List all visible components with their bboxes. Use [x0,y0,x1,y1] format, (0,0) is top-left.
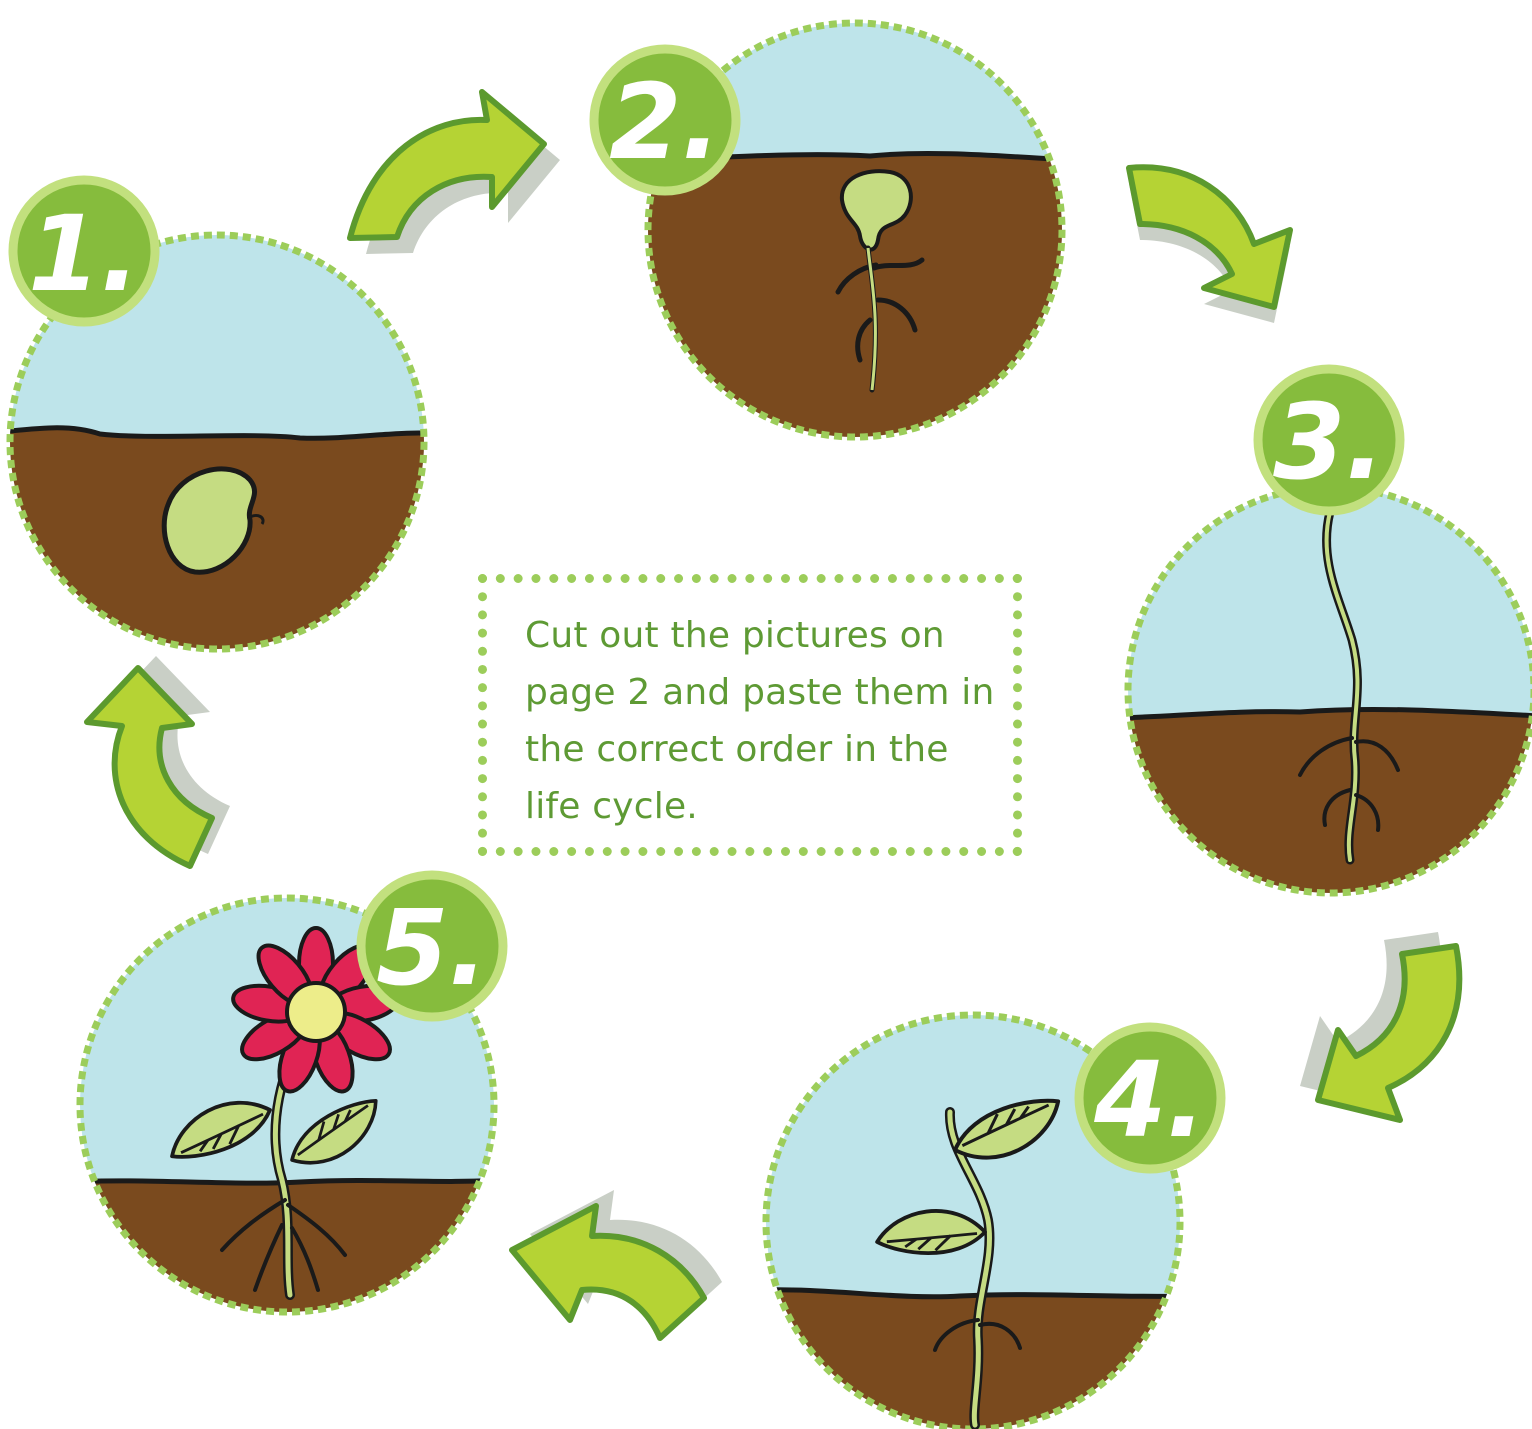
stage-3-illustration [1120,480,1532,900]
stage-5-number: 5. [376,887,488,1009]
stage-4-badge: 4. [1079,1027,1221,1169]
arrow-5-to-1 [87,656,230,866]
stage-1-badge: 1. [13,180,155,322]
stage-2-badge: 2. [594,49,736,191]
instruction-text: Cut out the pictures on page 2 and paste… [525,607,1015,835]
stage-2-number: 2. [609,61,721,183]
stage-3-badge: 3. [1258,369,1400,511]
stage-1-number: 1. [28,193,140,315]
arrow-4-to-5 [512,1190,722,1338]
stage-3-number: 3. [1273,381,1385,503]
stage-4-number: 4. [1093,1039,1206,1161]
stage-5-badge: 5. [361,875,503,1017]
instruction-box: Cut out the pictures on page 2 and paste… [478,574,1022,856]
arrow-3-to-4 [1300,932,1459,1120]
arrow-2-to-3 [1129,167,1290,323]
arrow-1-to-2 [350,92,560,254]
